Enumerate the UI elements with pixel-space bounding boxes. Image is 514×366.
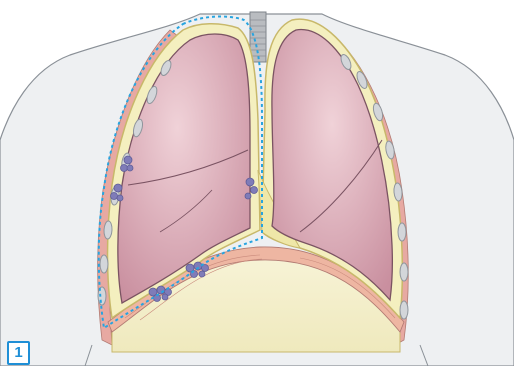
trachea [250, 12, 266, 62]
figure-number-badge: 1 [7, 341, 30, 365]
